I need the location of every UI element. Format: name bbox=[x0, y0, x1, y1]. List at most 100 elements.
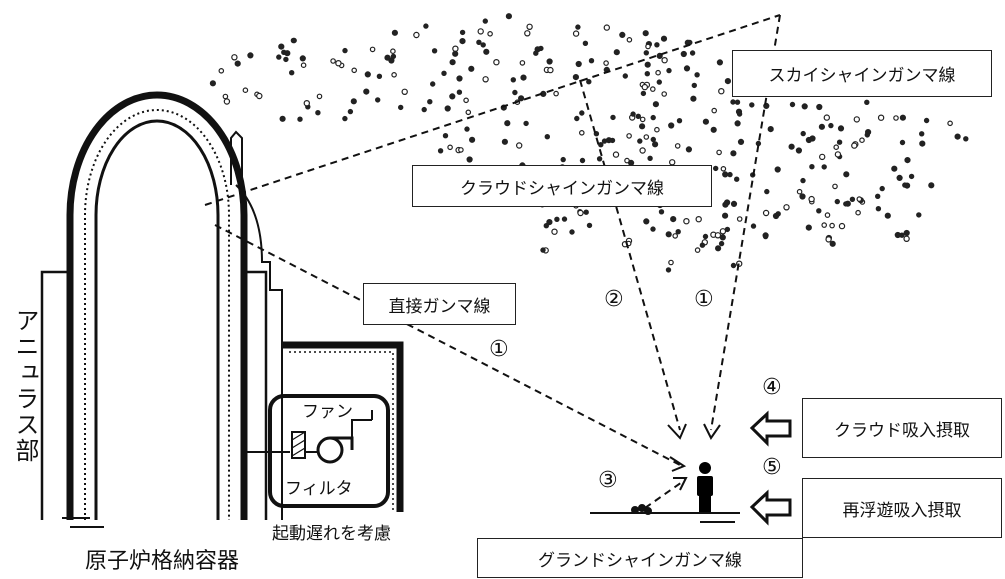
cloud-particle bbox=[834, 198, 840, 205]
cloud-particle bbox=[303, 99, 310, 107]
cloud-particle bbox=[716, 149, 722, 156]
cloud-particle bbox=[390, 48, 396, 55]
cloud-particle bbox=[916, 212, 922, 218]
cloud-particle bbox=[853, 116, 861, 123]
cloud-particle bbox=[718, 240, 725, 247]
cloud-particle bbox=[526, 23, 533, 30]
cloud-particle bbox=[879, 185, 885, 192]
cloud-particle bbox=[449, 59, 456, 66]
cloud-particle bbox=[569, 229, 575, 235]
cloud-particle bbox=[749, 102, 755, 108]
cloud-particle bbox=[391, 29, 398, 36]
cloud-particle bbox=[390, 53, 397, 60]
cloud-particle bbox=[899, 139, 906, 146]
cloud-particle bbox=[572, 74, 580, 81]
cloud-particle bbox=[561, 216, 568, 222]
cloud-particle bbox=[291, 37, 297, 44]
cloud-particle bbox=[788, 143, 795, 150]
cloud-particle bbox=[342, 47, 348, 54]
cloud-particle bbox=[519, 60, 526, 66]
cloud-particle bbox=[364, 71, 371, 78]
cloud-particle bbox=[695, 215, 702, 223]
cloud-particle bbox=[821, 164, 827, 170]
cloud-particle bbox=[480, 42, 486, 48]
cloud-particle bbox=[795, 147, 803, 154]
cloud-particle bbox=[864, 99, 870, 106]
cloud-particle bbox=[487, 30, 493, 37]
cloud-particle bbox=[421, 106, 427, 113]
cloud-particle bbox=[222, 93, 229, 100]
cloud-particle bbox=[859, 137, 865, 144]
cloud-particle bbox=[928, 182, 935, 189]
cloud-particle bbox=[699, 242, 706, 248]
cloud-particle bbox=[783, 204, 790, 211]
cloud-particle bbox=[838, 222, 846, 230]
cloud-particle bbox=[431, 48, 438, 54]
cloud-particle bbox=[458, 147, 464, 153]
cloud-particle bbox=[579, 110, 585, 116]
cloud-particle bbox=[464, 126, 470, 132]
cloud-particle bbox=[544, 134, 550, 140]
cloud-particle bbox=[533, 50, 539, 56]
cloud-particle bbox=[963, 136, 969, 142]
cloud-particle bbox=[512, 89, 518, 96]
cloud-particle bbox=[683, 65, 691, 72]
cloud-particle bbox=[734, 99, 741, 105]
cloud-particle bbox=[209, 80, 216, 87]
cloud-particle bbox=[643, 134, 650, 140]
cloud-particle bbox=[610, 114, 616, 121]
cloud-particle bbox=[923, 117, 930, 124]
cloud-particle bbox=[947, 120, 953, 127]
cloud-particle bbox=[689, 50, 696, 56]
cloud-particle bbox=[510, 77, 516, 83]
cloud-particle bbox=[276, 54, 282, 60]
cloud-particle bbox=[828, 122, 834, 129]
cloud-particle bbox=[727, 171, 733, 178]
arrow-heads bbox=[667, 423, 721, 491]
cloud-particle bbox=[800, 177, 806, 184]
cloud-particle bbox=[572, 30, 580, 37]
cloud-particle bbox=[954, 133, 961, 140]
cloud-particle bbox=[855, 209, 861, 216]
cloud-particle bbox=[540, 247, 546, 253]
cloud-particle bbox=[642, 30, 649, 37]
cloud-particle bbox=[315, 110, 321, 116]
cloud-particle bbox=[447, 144, 453, 151]
cloud-particle bbox=[538, 45, 544, 52]
cloud-particle bbox=[283, 56, 289, 63]
cloud-particle bbox=[730, 262, 737, 269]
cloud-particle bbox=[816, 208, 822, 214]
direct-gamma-box: 直接ガンマ線 bbox=[363, 283, 516, 325]
cloud-particle bbox=[680, 50, 687, 58]
cloud-particle bbox=[603, 24, 611, 31]
cloud-particle bbox=[715, 245, 722, 252]
cloud-particle bbox=[459, 29, 466, 36]
cloud-particle bbox=[442, 133, 449, 139]
cloud-particle bbox=[553, 90, 559, 97]
cloud-particle bbox=[601, 138, 608, 144]
cloud-particle bbox=[865, 129, 872, 136]
cloud-particle bbox=[851, 142, 858, 149]
cloud-particle bbox=[477, 28, 484, 35]
marker-2-cloudshine: ② bbox=[604, 287, 624, 312]
cloud-particle bbox=[401, 88, 408, 96]
cloud-particle bbox=[821, 222, 828, 228]
cloud-particle bbox=[899, 114, 907, 121]
cloud-particle bbox=[554, 216, 560, 223]
cloud-particle bbox=[546, 58, 553, 65]
cloud-particle bbox=[413, 31, 420, 39]
cloud-particle bbox=[722, 212, 729, 219]
cloud-particle bbox=[456, 75, 463, 82]
cloud-particle bbox=[849, 196, 856, 203]
cloud-particle bbox=[762, 209, 770, 217]
cloud-particle bbox=[644, 71, 650, 77]
cloud-particle bbox=[825, 236, 832, 243]
cloud-particle bbox=[639, 116, 646, 123]
cloud-particle bbox=[501, 138, 508, 145]
cloud-particle bbox=[369, 46, 376, 53]
cloud-particle bbox=[350, 98, 357, 105]
cloud-particle bbox=[774, 166, 781, 173]
direct-gamma-path bbox=[214, 224, 681, 466]
cloud-particle bbox=[724, 226, 731, 233]
